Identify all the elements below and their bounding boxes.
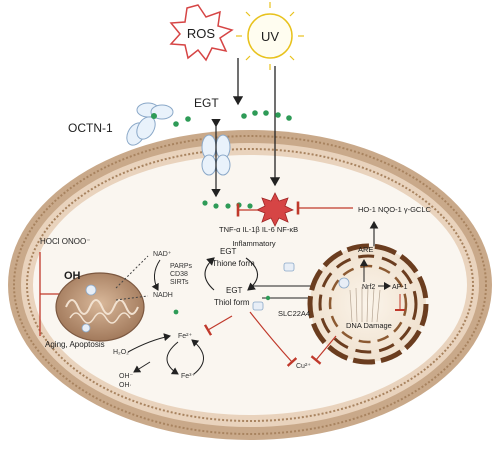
inflammation-burst-icon <box>256 192 294 227</box>
hydroxyl-radical-label: OH <box>64 270 81 282</box>
thiol-to-thione-arrow <box>204 257 215 291</box>
thione-form-label: Thione form <box>212 259 255 268</box>
nucleus <box>307 243 429 365</box>
egt-bottom-label: EGT <box>226 286 243 295</box>
aging-apoptosis-label: Aging, Apoptosis <box>45 340 105 349</box>
enzyme-0: PARPs <box>170 263 193 270</box>
mito-nadh-link <box>115 295 149 301</box>
are-label: ARE <box>358 245 373 254</box>
octn1-label: OCTN-1 <box>68 121 113 135</box>
uv-sun-icon: UV <box>236 2 304 70</box>
slc22a4-label: SLC22A4 <box>278 309 310 318</box>
nad-plus-label: NAD⁺ <box>153 251 172 258</box>
nrf2-complex-icon <box>338 277 350 289</box>
fe3-to-fe2-arrow <box>191 339 204 375</box>
thiol-form-label: Thiol form <box>214 298 250 307</box>
thiol-inhibits-fe-arrow <box>203 315 233 336</box>
antioxidant-genes: HO-1 NQO-1 γ-GCLC <box>358 205 432 214</box>
mito-nad-link <box>115 255 149 289</box>
oh-radical-label: OH· <box>119 382 132 389</box>
copper-label: Cu²⁺ <box>296 363 311 370</box>
thione-to-thiol-arrow <box>245 257 259 291</box>
cu-to-dna-arrow <box>310 335 337 365</box>
thiol-inhibits-cu-arrow <box>249 311 298 367</box>
oh-minus-label: OH⁻ <box>119 373 134 380</box>
dna-damage-label: DNA Damage <box>346 321 392 330</box>
to-oh-arrow <box>133 361 151 373</box>
uv-label: UV <box>261 29 279 44</box>
inflammatory-label: Inflammatory <box>232 239 276 248</box>
ros-label: ROS <box>187 26 216 41</box>
fe2-label: Fe²⁺ <box>178 333 193 340</box>
nadh-label: NADH <box>153 292 173 299</box>
cytokine-list: TNF-α IL-1β IL-6 NF-κB <box>219 225 298 234</box>
octn1-transporter-icon: OCTN-1 <box>68 102 174 146</box>
enzyme-1: CD38 <box>170 271 188 278</box>
egt-molecules-outside <box>173 110 292 127</box>
h2o2-label: H₂O₂ <box>113 349 129 356</box>
oxidant-species: HOCl ONOO⁻ <box>40 237 90 246</box>
egt-dot-thiol <box>265 295 271 301</box>
ap1-label: AP-1 <box>392 284 408 291</box>
egt-transporter-small-icon <box>252 262 295 311</box>
nrf2-label: Nrf2 <box>362 284 375 291</box>
fe3-label: Fe³⁺ <box>181 373 196 380</box>
nad-cycle-arrow <box>151 259 161 291</box>
ros-burst-icon: ROS <box>169 4 234 62</box>
enzyme-list: PARPs CD38 SIRTs <box>170 263 193 286</box>
fe2-to-fe3-arrow <box>166 341 179 375</box>
egt-top-label: EGT <box>220 247 237 256</box>
mitochondrion-icon <box>55 272 145 342</box>
chromatin-strands <box>349 286 381 323</box>
enzyme-2: SIRTs <box>170 279 189 286</box>
h2o2-to-fe-arrow <box>127 333 171 353</box>
egt-outside-label: EGT <box>194 96 219 110</box>
